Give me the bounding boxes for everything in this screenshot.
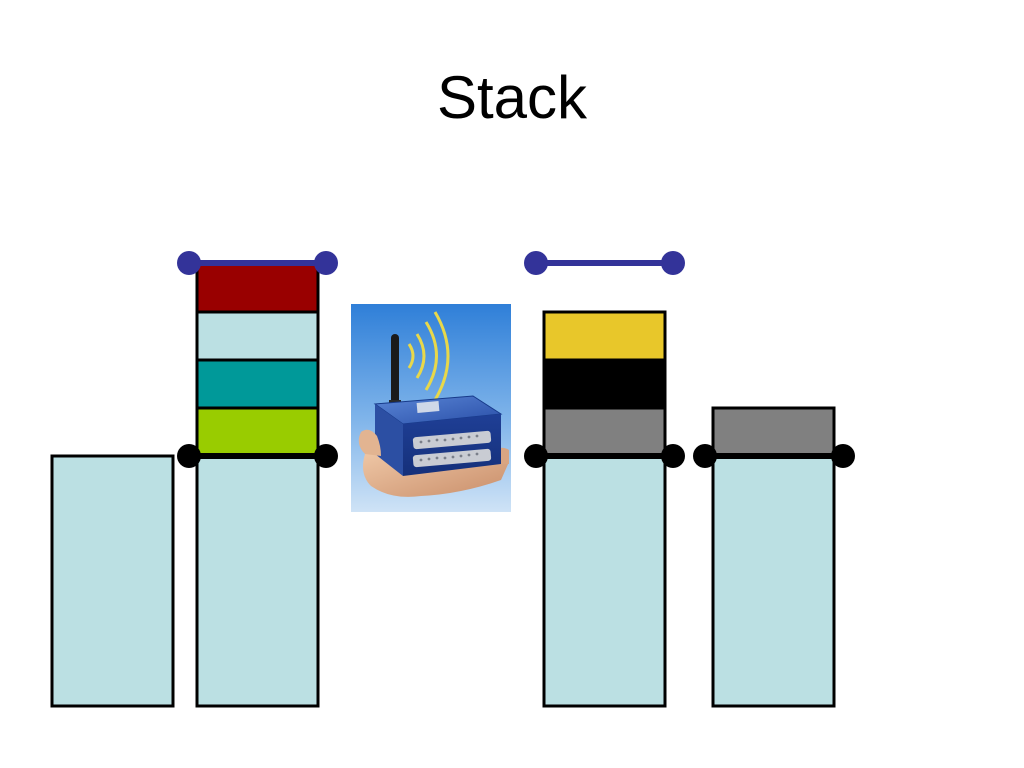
- joint-bar-1-left-dot: [177, 444, 201, 468]
- layer-green: [195, 406, 320, 458]
- layer-black: [542, 358, 667, 410]
- joint-bar-2-left-dot: [524, 444, 548, 468]
- joint-bar-1-right-dot: [314, 444, 338, 468]
- layer-gray-3: [711, 406, 836, 458]
- joint-bar-3-left-dot: [693, 444, 717, 468]
- base-block-4: [711, 454, 836, 708]
- layer-light-blue: [195, 310, 320, 362]
- top-bar-1-right-dot: [314, 251, 338, 275]
- page-title: Stack: [436, 64, 588, 131]
- base-block-3: [542, 454, 667, 708]
- wireless-sensor-device-icon: [351, 304, 511, 512]
- top-bar-1-left-dot: [177, 251, 201, 275]
- base-block-2: [195, 454, 320, 708]
- joint-bar-2-right-dot: [661, 444, 685, 468]
- joint-bar-3-right-dot: [831, 444, 855, 468]
- top-bar-2-left-dot: [524, 251, 548, 275]
- layer-yellow: [542, 310, 667, 362]
- layer-red: [195, 262, 320, 314]
- top-bar-2-right-dot: [661, 251, 685, 275]
- layer-teal: [195, 358, 320, 410]
- base-block-1: [50, 454, 175, 708]
- layer-gray-2: [542, 406, 667, 458]
